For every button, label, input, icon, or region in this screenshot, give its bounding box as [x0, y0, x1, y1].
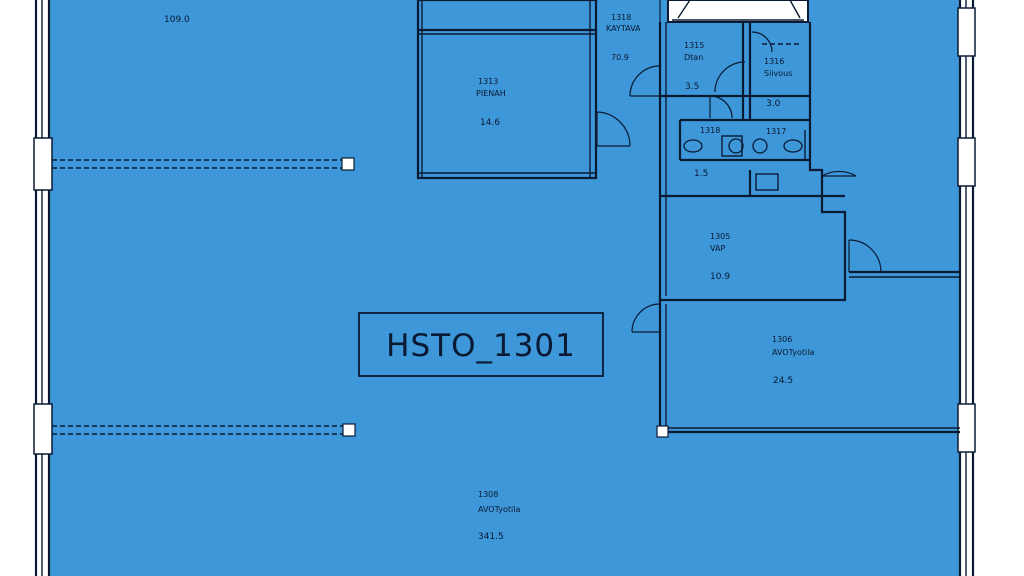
right-partitions — [656, 270, 960, 438]
room-label-tech: 1305 VAP 10.9 — [710, 232, 730, 282]
svg-text:Siivous: Siivous — [764, 69, 792, 78]
svg-text:1315: 1315 — [684, 41, 704, 50]
room-label-top-left: 109.0 — [164, 15, 190, 25]
svg-text:14.6: 14.6 — [480, 118, 500, 128]
room-label-corridor-top: 1318 KAYTAVA 70.9 — [606, 13, 641, 62]
svg-text:VAP: VAP — [710, 244, 725, 253]
room-label-open-bottom: 1308 AVOTyotila 341.5 — [478, 490, 520, 542]
svg-text:1318: 1318 — [700, 126, 720, 135]
svg-text:10.9: 10.9 — [710, 272, 730, 282]
floor-label-text: HSTO_1301 — [386, 328, 576, 364]
svg-text:341.5: 341.5 — [478, 532, 504, 542]
door-office — [596, 111, 631, 147]
right-exterior-wall — [957, 0, 976, 576]
svg-text:109.0: 109.0 — [164, 15, 190, 25]
room-label-open-right: 1306 AVOTyotila 24.5 — [772, 335, 814, 386]
core-doors — [629, 31, 882, 333]
room-office-block — [416, 0, 598, 180]
svg-text:3.5: 3.5 — [685, 82, 699, 92]
svg-text:24.5: 24.5 — [773, 376, 793, 386]
svg-text:1306: 1306 — [772, 335, 792, 344]
svg-text:Dtan: Dtan — [684, 53, 703, 62]
floor-area — [50, 0, 960, 576]
svg-text:3.0: 3.0 — [766, 99, 781, 109]
svg-text:AVOTyotila: AVOTyotila — [478, 505, 520, 514]
svg-text:KAYTAVA: KAYTAVA — [606, 24, 641, 33]
stairs — [667, 0, 809, 23]
dashed-grid-lines — [52, 157, 356, 437]
room-label-wc-1: 1315 Dtan 3.5 — [684, 41, 704, 92]
room-label-wc-4: 1317 — [766, 127, 786, 136]
svg-text:1317: 1317 — [766, 127, 786, 136]
floor-label-box: HSTO_1301 — [358, 312, 604, 377]
room-label-wc-2: 1316 Siivous 3.0 — [764, 57, 792, 109]
svg-text:1316: 1316 — [764, 57, 784, 66]
svg-text:1305: 1305 — [710, 232, 730, 241]
svg-text:PIENAH: PIENAH — [476, 89, 506, 98]
svg-text:1318: 1318 — [611, 13, 631, 22]
left-exterior-wall — [33, 0, 53, 576]
room-labels: 109.0 1318 KAYTAVA 70.9 1313 PIENAH 14.6… — [164, 13, 814, 542]
svg-text:AVOTyotila: AVOTyotila — [772, 348, 814, 357]
svg-text:70.9: 70.9 — [611, 53, 629, 62]
svg-text:1.5: 1.5 — [694, 169, 708, 179]
svg-text:1308: 1308 — [478, 490, 498, 499]
svg-text:1313: 1313 — [478, 77, 498, 86]
room-label-office-mid: 1313 PIENAH 14.6 — [476, 77, 506, 128]
service-core — [658, 22, 847, 302]
room-label-wc-3: 1318 1.5 — [694, 126, 720, 179]
